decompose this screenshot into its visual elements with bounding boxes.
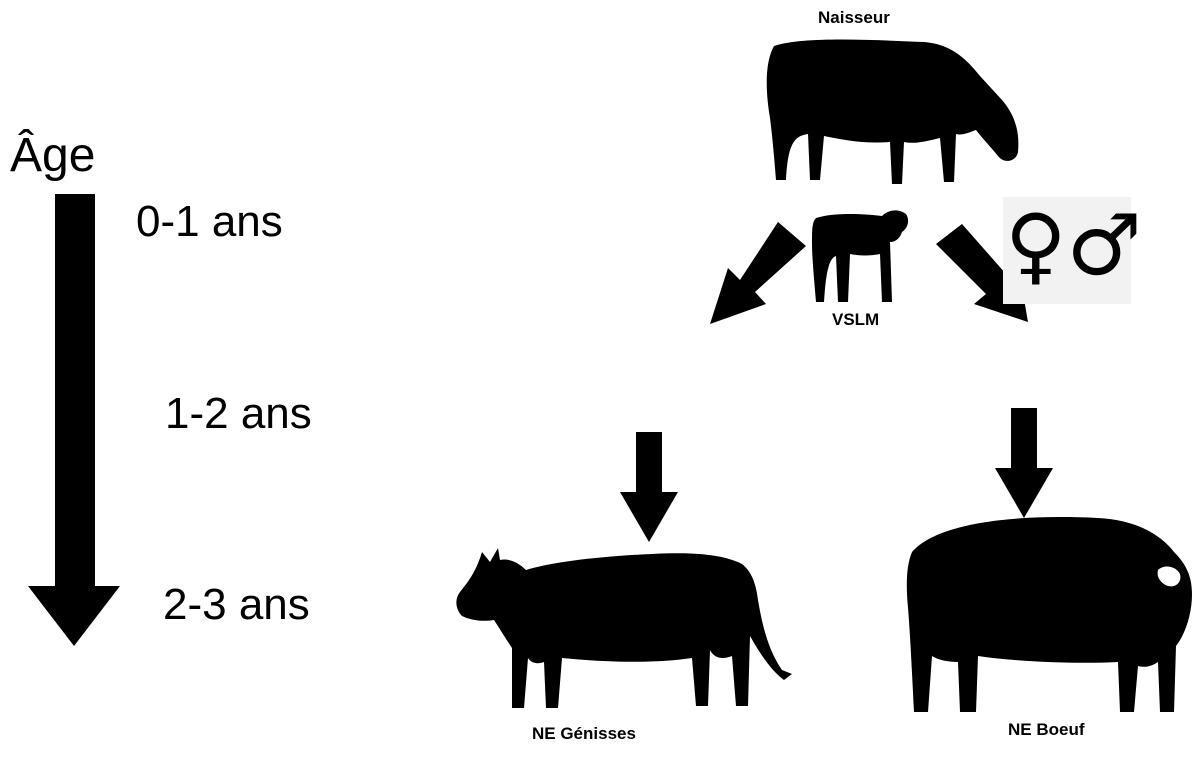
age-tick-0-1: 0-1 ans (136, 200, 283, 244)
age-axis-title: Âge (10, 132, 95, 180)
gender-icon: ♀♂ (1005, 203, 1142, 287)
age-tick-1-2: 1-2 ans (165, 392, 312, 436)
age-tick-2-3: 2-3 ans (163, 583, 310, 627)
calf-icon (810, 208, 910, 306)
heifer-icon (452, 540, 802, 716)
vslm-label: VSLM (832, 310, 879, 330)
bull-icon (898, 512, 1194, 724)
arrow-to-genisses (700, 220, 810, 330)
arrow-down-boeuf (995, 408, 1055, 520)
age-axis-arrow (28, 194, 120, 650)
ne-boeuf-label: NE Boeuf (1008, 720, 1085, 740)
gender-panel: ♀♂ (1003, 197, 1131, 304)
ne-genisses-label: NE Génisses (532, 724, 636, 744)
grazing-cow-icon (764, 34, 1024, 186)
naisseur-label: Naisseur (818, 8, 890, 28)
arrow-down-genisses (620, 432, 680, 544)
